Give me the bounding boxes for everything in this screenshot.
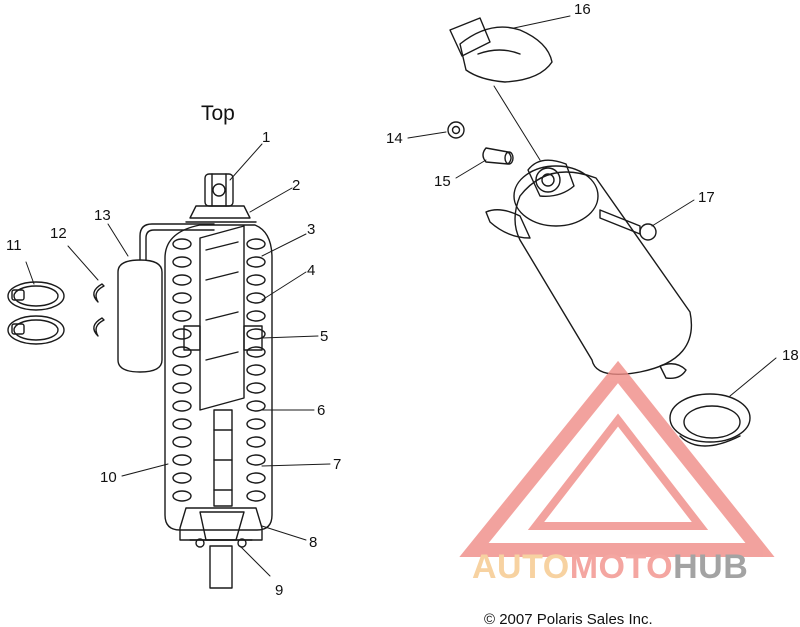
- spring-coil: [246, 292, 266, 304]
- callout-1: 1: [262, 129, 270, 146]
- spring-coil: [172, 400, 192, 412]
- spring-coil: [246, 400, 266, 412]
- spring-coil: [172, 256, 192, 268]
- spring-coil: [172, 490, 192, 502]
- spring-coil: [172, 292, 192, 304]
- spring-coil: [172, 436, 192, 448]
- spring-coil: [246, 364, 266, 376]
- spring-coil: [172, 328, 192, 340]
- spring-coil: [246, 256, 266, 268]
- callout-13: 13: [94, 207, 111, 224]
- spring-coil: [246, 382, 266, 394]
- callout-2: 2: [292, 177, 300, 194]
- spring-coil: [246, 454, 266, 466]
- callout-8: 8: [309, 534, 317, 551]
- watermark-auto: AUTO: [472, 548, 570, 586]
- spring-coil: [246, 274, 266, 286]
- callout-16: 16: [574, 1, 591, 18]
- callout-15: 15: [434, 173, 451, 190]
- watermark-moto: MOTO: [570, 548, 673, 586]
- callout-9: 9: [275, 582, 283, 599]
- copyright-notice: © 2007 Polaris Sales Inc.: [484, 611, 653, 627]
- spring-coil: [172, 310, 192, 322]
- spring-coil: [246, 346, 266, 358]
- top-label: Top: [201, 102, 235, 125]
- spring-coil: [172, 238, 192, 250]
- spring-coil: [172, 346, 192, 358]
- spring-coil: [172, 364, 192, 376]
- spring-coil: [246, 328, 266, 340]
- spring-coil: [172, 382, 192, 394]
- callout-6: 6: [317, 402, 325, 419]
- spring-coil: [246, 490, 266, 502]
- spring-coils-right: [246, 238, 266, 502]
- spring-coil: [172, 274, 192, 286]
- callout-7: 7: [333, 456, 341, 473]
- watermark-logo: AUTOMOTOHUB: [459, 360, 775, 586]
- spring-coil: [246, 238, 266, 250]
- callout-numbers: 1 2 3 4 5 6 7 8 9 10 11 12 13 14 15 16 1…: [6, 1, 799, 599]
- callout-leaders: [25, 15, 777, 577]
- hose-clamps: [7, 281, 65, 345]
- spring-coil: [246, 436, 266, 448]
- spring-coil: [172, 418, 192, 430]
- callout-3: 3: [307, 221, 315, 238]
- spring-coil: [246, 472, 266, 484]
- shock-cross-section: [117, 173, 273, 589]
- spring-coil: [246, 310, 266, 322]
- retaining-clips: [93, 283, 105, 337]
- svg-text:AUTOMOTOHUB: AUTOMOTOHUB: [472, 548, 748, 586]
- callout-18: 18: [782, 347, 799, 364]
- shock-exploded-view: [447, 17, 751, 447]
- callout-17: 17: [698, 189, 715, 206]
- callout-12: 12: [50, 225, 67, 242]
- spring-coils-left: [172, 238, 192, 502]
- spring-coil: [172, 472, 192, 484]
- callout-4: 4: [307, 262, 315, 279]
- callout-14: 14: [386, 130, 403, 147]
- spring-coil: [246, 418, 266, 430]
- callout-5: 5: [320, 328, 328, 345]
- spring-coil: [172, 454, 192, 466]
- watermark-hub: HUB: [673, 548, 748, 586]
- callout-11: 11: [6, 237, 22, 254]
- callout-10: 10: [100, 469, 117, 486]
